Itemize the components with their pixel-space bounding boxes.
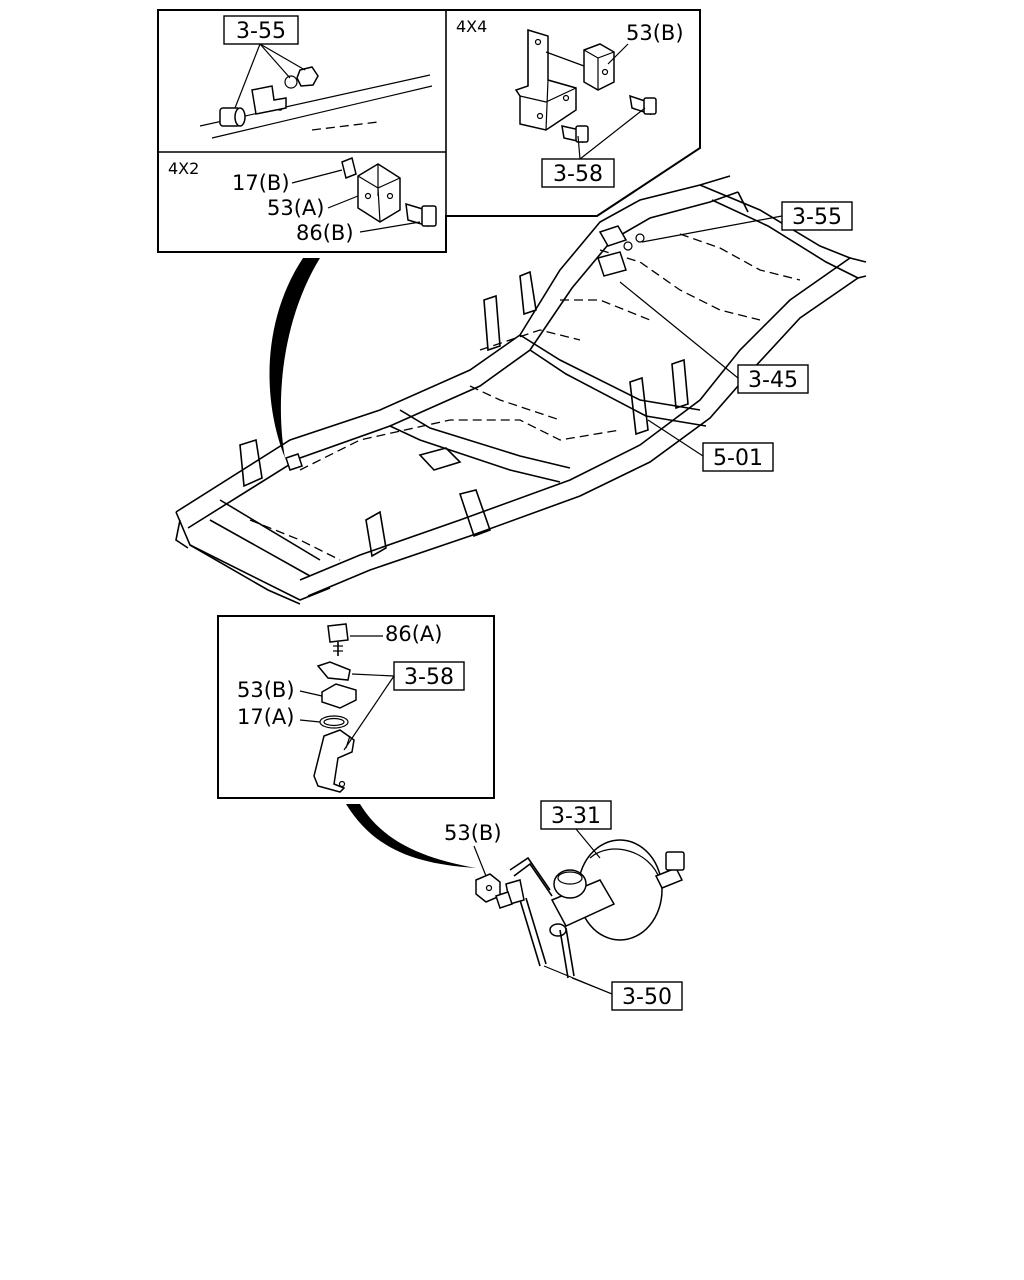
ref-box-3-58-top	[541, 158, 615, 188]
pushrod-connector-icon	[665, 851, 685, 871]
part-label-17a: 17(A)	[237, 705, 294, 729]
ref-label-5-01: 5-01	[713, 446, 763, 471]
ref-label-3-31: 3-31	[551, 804, 601, 829]
clip-block-4x2	[341, 156, 437, 228]
chassis-frame	[175, 175, 867, 605]
caption-4x4: 4X4	[456, 17, 487, 36]
ref-label-3-50: 3-50	[622, 985, 672, 1010]
washer-icon	[284, 75, 298, 89]
grommet-17b-icon	[341, 156, 357, 180]
block-53b-lower-icon	[321, 683, 357, 709]
lower-detail-panel	[217, 615, 495, 799]
clip-3-58-icon	[316, 661, 351, 681]
detail-arrow-lower	[346, 804, 476, 868]
ref-box-3-45	[737, 364, 809, 394]
ref-label-3-58-lower: 3-58	[404, 665, 454, 690]
frame-bracket-4x4-location	[598, 225, 628, 247]
ref-label-3-58-top: 3-58	[553, 162, 603, 187]
ref-box-3-31	[540, 800, 612, 830]
nut-icon	[296, 66, 319, 87]
part-label-17b: 17(B)	[232, 171, 290, 195]
top-detail-panel: 3-55 4X2 17(B) 53(A) 86(B) 4X4	[157, 9, 701, 253]
part-label-86a: 86(A)	[385, 622, 442, 646]
brake-pipe-lower	[519, 899, 541, 967]
brake-pipe-front	[509, 856, 551, 891]
bracket-detail-4x4	[514, 28, 657, 143]
bracket-detail-4x2-upper	[199, 66, 433, 139]
part-label-53b-4x4: 53(B)	[626, 21, 684, 45]
bracket-icon	[251, 85, 287, 115]
ref-label-3-55-frame: 3-55	[792, 205, 842, 230]
frame-clip-4x2-location	[285, 453, 303, 471]
ref-box-3-58-lower	[393, 661, 465, 691]
block-53b-icon	[583, 43, 615, 91]
ref-label-3-45: 3-45	[748, 368, 798, 393]
ref-box-5-01	[702, 442, 774, 472]
lower-panel-outline	[217, 615, 495, 799]
part-label-53a: 53(A)	[267, 196, 324, 220]
brake-booster-assembly	[475, 839, 685, 979]
caption-4x2: 4X2	[168, 159, 199, 178]
ref-box-3-50	[611, 981, 683, 1011]
detail-arrow-upper	[269, 258, 320, 458]
ref-label-3-55-top: 3-55	[236, 19, 286, 44]
part-label-53b-lower: 53(B)	[237, 678, 295, 702]
bolt-86a-icon	[327, 623, 349, 643]
part-label-53b-booster: 53(B)	[444, 821, 502, 845]
part-label-86b: 86(B)	[296, 221, 354, 245]
top-panel-outline	[157, 9, 701, 253]
